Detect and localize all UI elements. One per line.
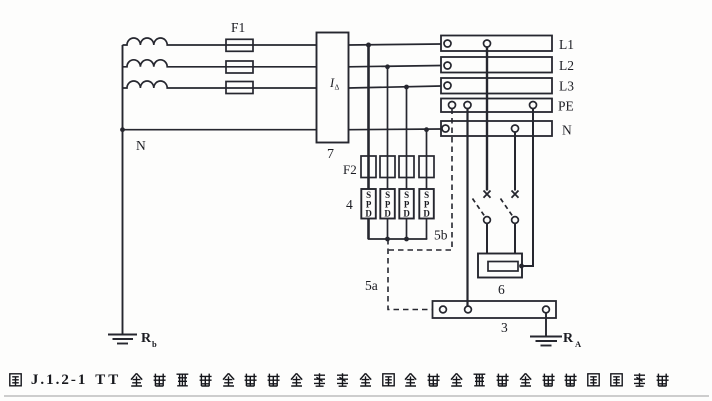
svg-text:N: N (562, 123, 572, 138)
svg-text:L2: L2 (559, 58, 574, 73)
svg-text:D: D (423, 209, 430, 219)
svg-text:F2: F2 (343, 162, 357, 177)
svg-text:5a: 5a (365, 278, 378, 293)
svg-text:P: P (424, 200, 430, 210)
svg-text:A: A (575, 339, 582, 349)
svg-text:5b: 5b (434, 228, 448, 243)
svg-text:S: S (424, 190, 429, 200)
svg-text:D: D (365, 209, 372, 219)
svg-text:P: P (366, 200, 372, 210)
svg-text:I: I (329, 76, 335, 90)
svg-text:S: S (385, 190, 390, 200)
svg-text:F1: F1 (231, 20, 245, 35)
svg-text:R: R (141, 331, 152, 346)
svg-text:6: 6 (498, 282, 505, 297)
svg-text:PE: PE (558, 99, 574, 114)
svg-text:3: 3 (501, 320, 508, 335)
svg-text:b: b (152, 339, 157, 349)
svg-text:L3: L3 (559, 79, 574, 94)
svg-text:S: S (366, 190, 371, 200)
svg-text:S: S (404, 190, 409, 200)
svg-text:P: P (404, 200, 410, 210)
svg-text:7: 7 (327, 147, 334, 162)
svg-text:4: 4 (346, 197, 353, 212)
svg-text:D: D (384, 209, 391, 219)
svg-text:Δ: Δ (335, 83, 340, 92)
svg-text:P: P (385, 200, 391, 210)
svg-text:R: R (563, 331, 574, 346)
svg-text:N: N (136, 138, 146, 153)
svg-text:L1: L1 (559, 37, 574, 52)
svg-text:D: D (403, 209, 410, 219)
